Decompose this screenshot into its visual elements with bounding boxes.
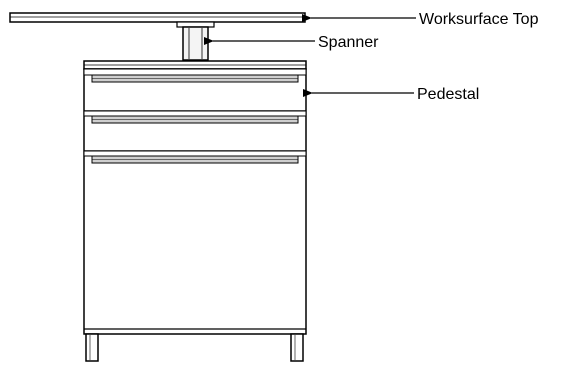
pedestal-drawer-2 xyxy=(83,110,307,124)
worksurface-top-label: Worksurface Top xyxy=(419,11,539,28)
pedestal-file-drawer xyxy=(83,150,307,164)
pedestal-leg-left xyxy=(85,333,99,362)
pedestal xyxy=(83,60,307,362)
pedestal-leg-right xyxy=(290,333,304,362)
spanner-label: Spanner xyxy=(318,34,379,51)
pedestal-label: Pedestal xyxy=(417,86,479,103)
spanner xyxy=(176,21,215,61)
pedestal-drawer-1 xyxy=(83,68,307,83)
worksurface-top xyxy=(9,12,306,23)
